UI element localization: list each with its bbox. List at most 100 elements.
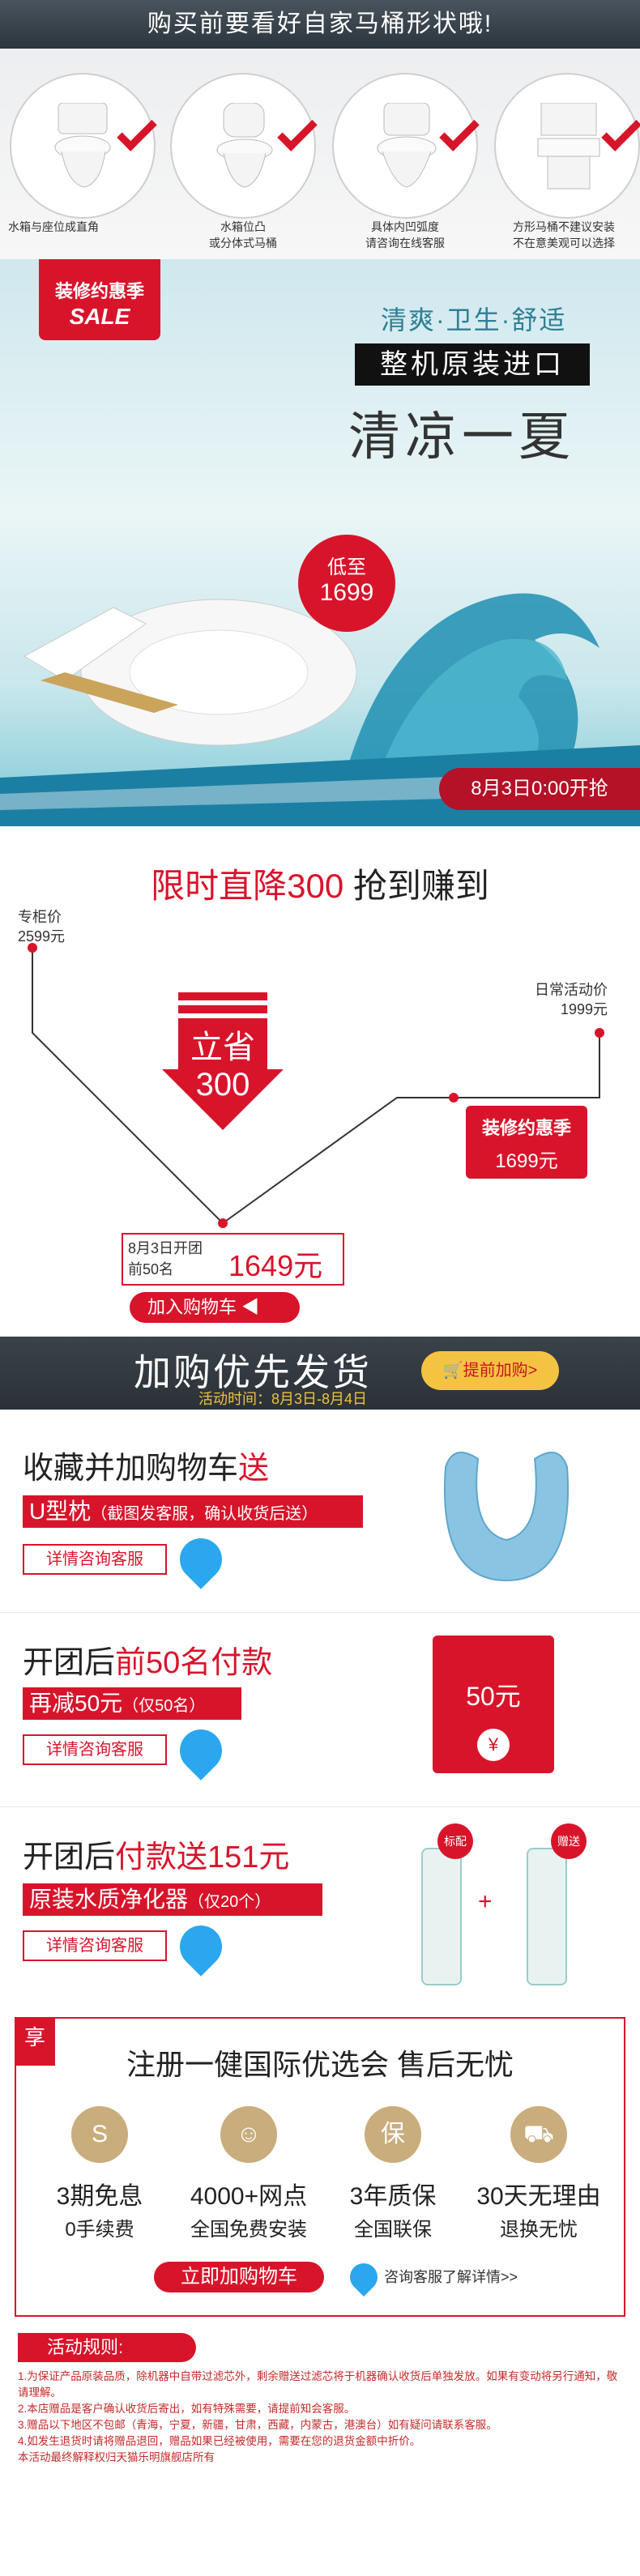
toilet-caption-1: 水箱与座位成直角 xyxy=(8,220,99,233)
group-date: 8月3日开团 xyxy=(128,1240,203,1256)
banner-box-text: 整机原装进口 xyxy=(355,343,590,386)
gift-title-red: 前50名付款 xyxy=(115,1646,273,1680)
truck-icon: ⛟ xyxy=(510,2106,567,2163)
activity-label: 日常活动价 xyxy=(535,982,608,998)
purifier-image-1: 标配 xyxy=(413,1823,473,1985)
check-mark-icon xyxy=(117,111,157,151)
feature-desc: 全国免费安装 xyxy=(190,2219,307,2241)
installer-icon: ☺ xyxy=(220,2106,277,2163)
rules-heading: 活动规则: xyxy=(18,2333,196,2362)
priority-title: 加购优先发货 xyxy=(134,1351,372,1393)
gift-title-red: 付款送151元 xyxy=(115,1840,290,1874)
start-date-bar: 8月3日0:00开抢 xyxy=(439,768,640,810)
gift-box-note: （仅50名） xyxy=(122,1697,206,1715)
service-icon xyxy=(171,1529,231,1589)
sale-tag-title: 装修约惠季 xyxy=(54,281,144,301)
add-to-cart-label: 加入购物车 xyxy=(147,1297,237,1317)
warranty-icon: 保 xyxy=(365,2106,421,2163)
add-early-button[interactable]: 🛒提前加购> xyxy=(421,1351,559,1390)
toilet-caption-4: 方形马桶不建议安装 不在意美观可以选择 xyxy=(513,220,615,249)
toilet-icon xyxy=(377,103,437,188)
rules-list: 1.为保证产品原装品质，除机器中自带过滤芯外，剩余赠送过滤芯将于机器确认收货后单… xyxy=(18,2369,625,2466)
service-icon xyxy=(171,1721,231,1781)
gift-title-red: 送 xyxy=(238,1452,270,1486)
price-bubble: 低至 1699 xyxy=(298,535,395,632)
arrow-right-icon: ◀ xyxy=(241,1297,260,1317)
sale-tag: 装修约惠季 SALE xyxy=(39,259,160,340)
register-title: 注册一健国际优选会 售后无忧 xyxy=(126,2048,514,2081)
add-to-cart-now-button[interactable]: 立即加购物车 xyxy=(154,2262,324,2292)
u-pillow-image xyxy=(444,1452,569,1582)
toilet-shape-section: 购买前要看好自家马桶形状哦! 水箱与座位成直角 水箱位凸 或分体式马桶 具体内凹… xyxy=(0,0,640,259)
group-info: 8月3日开团前50名 xyxy=(128,1238,203,1280)
rule-item: 2.本店赠品是客户确认收货后寄出，如有特殊需要，请提前知会客服。 xyxy=(18,2403,356,2415)
toilet-image-2 xyxy=(170,73,318,219)
gift-title-text: 收藏并加购物车 xyxy=(23,1452,239,1486)
feature-desc: 退换无忧 xyxy=(500,2219,578,2241)
counter-price: 2599元 xyxy=(18,928,66,945)
gift-title: 开团后前50名付款 xyxy=(23,1637,272,1682)
price-drop-title-red: 限时直降300 xyxy=(151,867,344,905)
gift-box: 原装水质净化器（仅20个） xyxy=(23,1883,322,1916)
ask-service-button[interactable]: 详情咨询客服 xyxy=(23,1734,167,1765)
toilet-image-3 xyxy=(332,73,480,219)
toilet-icon xyxy=(537,103,600,190)
service-icon xyxy=(171,1917,231,1977)
price-value: 1699 xyxy=(319,579,374,606)
group-price: 1649元 xyxy=(228,1249,323,1282)
check-mark-icon xyxy=(277,111,318,151)
gift-box-note: （仅20个） xyxy=(188,1893,271,1911)
rule-item: 1.为保证产品原装品质，除机器中自带过滤芯外，剩余赠送过滤芯将于机器确认收货后单… xyxy=(18,2370,618,2399)
check-mark-icon xyxy=(601,111,640,151)
badge-title: 装修约惠季 xyxy=(481,1118,571,1138)
contact-service-link[interactable]: 咨询客服了解详情>> xyxy=(384,2269,518,2285)
ask-service-button[interactable]: 详情咨询客服 xyxy=(23,1544,167,1575)
activity-price-label: 日常活动价 1999元 xyxy=(535,980,608,1019)
rule-item: 3.赠品以下地区不包邮（青海，宁夏，新疆，甘肃，西藏，内蒙古，港澳台）如有疑问请… xyxy=(18,2419,497,2431)
tag-gift: 赠送 xyxy=(551,1823,587,1859)
gift-title-text: 开团后 xyxy=(23,1646,116,1680)
hero-banner: 装修约惠季 SALE 清爽·卫生·舒适 整机原装进口 清凉一夏 低至 1699 … xyxy=(0,259,640,826)
gift-box-main: 原装水质净化器 xyxy=(29,1887,189,1912)
group-limit: 前50名 xyxy=(128,1261,174,1277)
price-prefix: 低至 xyxy=(327,557,366,578)
feature-warranty: 保 3年质保 全国联保 xyxy=(324,2106,462,2241)
rule-item: 4.如发生退货时请将赠品退回，赠品如果已经被使用，需要在您的退货金额中折价。 xyxy=(18,2435,421,2447)
gift-title: 收藏并加购物车送 xyxy=(23,1443,269,1487)
priority-subtitle: 活动时间：8月3日-8月4日 xyxy=(198,1391,368,1407)
ask-service-button[interactable]: 详情咨询客服 xyxy=(23,1930,167,1961)
coupon-amount: 50元 xyxy=(466,1682,521,1711)
feature-installment: S 3期免息 0手续费 xyxy=(31,2106,169,2241)
toilet-icon xyxy=(54,103,111,188)
installment-icon: S xyxy=(71,2106,128,2163)
feature-return: ⛟ 30天无理由 退换无忧 xyxy=(470,2106,608,2241)
add-early-label: 提前加购> xyxy=(463,1362,538,1380)
rule-item: 本活动最终解释权归天猫乐明旗舰店所有 xyxy=(18,2451,215,2463)
feature-name: 3期免息 xyxy=(56,2183,143,2210)
purifier-image-2: 赠送 xyxy=(518,1823,591,1985)
tag-standard: 标配 xyxy=(437,1823,473,1859)
yuan-icon: ¥ xyxy=(477,1729,510,1761)
group-buy-price-box: 8月3日开团前50名 1649元 xyxy=(122,1233,344,1286)
activity-price: 1999元 xyxy=(560,1001,608,1017)
add-to-cart-button[interactable]: 加入购物车 ◀ xyxy=(130,1292,300,1323)
arrow-down-icon xyxy=(162,992,284,1130)
register-box xyxy=(15,2017,625,2317)
gift-box: 再减50元（仅50名） xyxy=(23,1687,241,1720)
check-mark-icon xyxy=(439,111,480,151)
cart-icon: 🛒 xyxy=(442,1362,463,1380)
save-value: 300 xyxy=(195,1067,250,1102)
plus-sign: + xyxy=(478,1888,493,1915)
register-section: 享 注册一健国际优选会 售后无忧 S 3期免息 0手续费 ☺ 4000+网点 全… xyxy=(0,2017,640,2333)
toilet-caption-3: 具体内凹弧度 请咨询在线客服 xyxy=(365,220,445,249)
priority-header: 加购优先发货 活动时间：8月3日-8月4日 🛒提前加购> xyxy=(0,1337,640,1410)
toilet-caption-2: 水箱位凸 或分体式马桶 xyxy=(209,220,277,249)
enjoy-tag: 享 xyxy=(15,2017,55,2066)
save-label: 立省 xyxy=(190,1030,255,1065)
toilet-image-1 xyxy=(10,73,157,219)
feature-name: 4000+网点 xyxy=(190,2183,308,2210)
gift-u-pillow: 收藏并加购物车送 U型枕（截图发客服，确认收货后送） 详情咨询客服 xyxy=(0,1410,640,1612)
